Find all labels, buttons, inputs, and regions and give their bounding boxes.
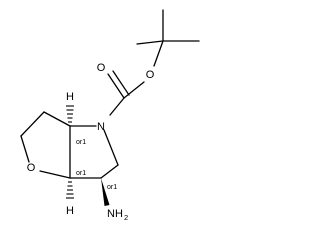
bond-nitrogen-to-c5 xyxy=(103,129,119,166)
hashed-bond-c3a-h xyxy=(66,105,74,123)
stereo-label-c3a: or1 xyxy=(76,139,86,146)
pyrrolidine-ring xyxy=(69,125,119,179)
hydrogen-bottom-label: H xyxy=(66,205,74,217)
bond-ring-oxygen-to-c6a xyxy=(39,170,71,179)
bond-carbonyl-double-b xyxy=(112,70,130,96)
amine-subscript-label: 2 xyxy=(124,213,128,222)
wedge-bond-c6-nh2 xyxy=(101,178,110,206)
carbonyl-oxygen-label: O xyxy=(97,62,106,74)
tert-butyl-group xyxy=(136,9,200,67)
amine-label: NH xyxy=(107,208,123,220)
stereo-bonds xyxy=(66,105,110,206)
hashed-bond-c6a-h xyxy=(66,181,74,199)
bond-c3a-to-c3 xyxy=(43,111,71,127)
bond-carbonyl-to-nitrogen xyxy=(109,97,125,116)
stereo-label-c6a: or1 xyxy=(76,170,86,177)
carbamate-group xyxy=(107,70,145,116)
chemical-structure-diagram: O O N O H H NH 2 or1 or1 or1 xyxy=(20,9,200,222)
hydrogen-top-label: H xyxy=(66,91,74,103)
bond-c5-to-c6 xyxy=(100,164,119,179)
stereo-descriptors: or1 or1 or1 xyxy=(76,139,117,191)
bond-ester-oxygen-to-carbonyl xyxy=(123,81,145,99)
ring-oxygen-label: O xyxy=(27,162,36,174)
bond-tbu-to-ester-oxygen xyxy=(153,40,164,67)
nitrogen-label: N xyxy=(97,121,105,133)
tetrahydrofuran-ring xyxy=(20,111,71,179)
atom-labels: O O N O H H NH 2 xyxy=(27,62,155,222)
bond-carbonyl-double-a xyxy=(107,73,125,99)
bond-c2-to-ring-oxygen xyxy=(20,135,30,163)
stereo-label-c6: or1 xyxy=(107,184,117,191)
ester-oxygen-label: O xyxy=(146,69,155,81)
bond-c3-to-c2 xyxy=(20,111,45,137)
bond-tbu-methyl-left xyxy=(136,40,164,45)
